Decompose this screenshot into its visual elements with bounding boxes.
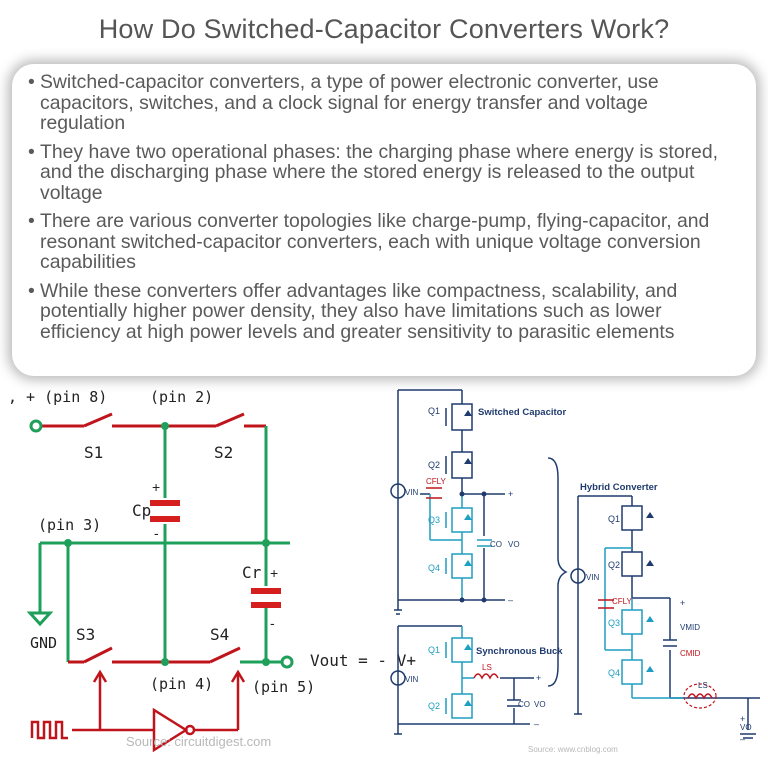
sb-plus: + xyxy=(536,673,541,683)
right-circuit-diagram xyxy=(390,389,760,739)
sc-minus: – xyxy=(508,595,513,605)
pin8-label: , + (pin 8) xyxy=(8,388,107,406)
pin2-label: (pin 2) xyxy=(150,388,213,406)
bullet-item: •While these converters offer advantages… xyxy=(28,279,678,343)
bullet-text: While these converters offer advantages … xyxy=(40,279,678,343)
hy-vmid-label: VMID xyxy=(680,623,700,632)
sc-vin-label: VIN xyxy=(405,488,419,497)
figures: , + (pin 8) (pin 2) (pin 3) (pin 4) (pin… xyxy=(0,378,768,768)
hy-plus: + xyxy=(740,714,745,724)
node-pin3 xyxy=(64,539,72,547)
cp-plus: + xyxy=(152,479,160,495)
sb-vo-label: VO xyxy=(534,700,546,709)
switched-capacitor-label: Switched Capacitor xyxy=(478,407,566,418)
sc-co-label: CO xyxy=(490,540,502,549)
hy-q1-label: Q1 xyxy=(608,514,620,524)
bullet-item: •There are various converter topologies … xyxy=(28,210,710,273)
node-pin4 xyxy=(161,658,169,666)
hy-cfly-label: CFLY xyxy=(612,597,633,606)
sb-co-label: CO xyxy=(518,700,530,709)
right-source-label: Source: www.cnblog.com xyxy=(528,745,618,754)
cp-minus: - xyxy=(154,525,159,541)
cp-label: Cp xyxy=(132,501,151,520)
sb-minus: – xyxy=(534,719,539,729)
bullet-item: •Switched-capacitor converters, a type o… xyxy=(28,71,659,134)
cr-minus: - xyxy=(270,615,275,631)
gnd-label: GND xyxy=(30,634,57,652)
node-pin5 xyxy=(262,658,270,666)
inverter-icon xyxy=(152,669,246,753)
sc-q1-label: Q1 xyxy=(428,406,440,416)
hy-q3-label: Q3 xyxy=(608,618,620,628)
sb-q1-label: Q1 xyxy=(428,645,440,655)
s3-label: S3 xyxy=(76,625,95,644)
pin3-label: (pin 3) xyxy=(38,516,101,534)
hy-cmid-label: CMID xyxy=(680,649,701,658)
bullet-card: •Switched-capacitor converters, a type o… xyxy=(12,64,756,376)
bullet-text: They have two operational phases: the ch… xyxy=(40,140,719,204)
bullet-text: Switched-capacitor converters, a type of… xyxy=(40,71,659,134)
cr-plus: + xyxy=(270,565,278,581)
sc-q2-label: Q2 xyxy=(428,460,440,470)
left-circuit-diagram xyxy=(38,412,290,664)
left-source-label: Source: circuitdigest.com xyxy=(126,734,271,749)
pin4-label: (pin 4) xyxy=(150,675,213,693)
s2-label: S2 xyxy=(214,443,233,462)
sc-cfly-label: CFLY xyxy=(426,477,447,486)
hy-vo-label: VO xyxy=(740,723,752,732)
hy-q4-label: Q4 xyxy=(608,668,620,678)
terminal-pin5 xyxy=(280,655,294,669)
hybrid-converter-label: Hybrid Converter xyxy=(580,482,658,493)
pin5-label: (pin 5) xyxy=(252,678,315,696)
sc-vo-label: VO xyxy=(508,540,520,549)
node-pin2 xyxy=(161,422,169,430)
s1-label: S1 xyxy=(84,443,103,462)
hy-vin-label: VIN xyxy=(586,573,600,582)
clock-signal-icon xyxy=(30,669,154,740)
sb-ls-label: LS xyxy=(482,663,492,672)
hy-q2-label: Q2 xyxy=(608,560,620,570)
sc-q3-label: Q3 xyxy=(428,515,440,525)
synchronous-buck-label: Synchronous Buck xyxy=(476,646,563,657)
bullet-item: •They have two operational phases: the c… xyxy=(28,140,719,204)
page-title: How Do Switched-Capacitor Converters Wor… xyxy=(98,14,670,44)
capacitor-cp xyxy=(150,500,180,522)
hy-mid-plus: + xyxy=(680,598,685,608)
ground-icon xyxy=(26,611,54,627)
s4-label: S4 xyxy=(210,625,229,644)
hy-ls-label: LS xyxy=(698,681,708,690)
cr-label: Cr xyxy=(242,563,262,582)
bullet-text: There are various converter topologies l… xyxy=(40,210,710,273)
sb-q2-label: Q2 xyxy=(428,701,440,711)
sb-vin-label: VIN xyxy=(405,675,419,684)
capacitor-cr xyxy=(251,543,281,608)
terminal-pin8 xyxy=(29,419,43,433)
sc-plus: + xyxy=(508,489,513,499)
vout-equation: Vout = - V+ xyxy=(310,651,416,670)
hy-minus: – xyxy=(740,734,745,744)
bullet-list: •Switched-capacitor converters, a type o… xyxy=(12,64,756,342)
sc-q4-label: Q4 xyxy=(428,563,440,573)
